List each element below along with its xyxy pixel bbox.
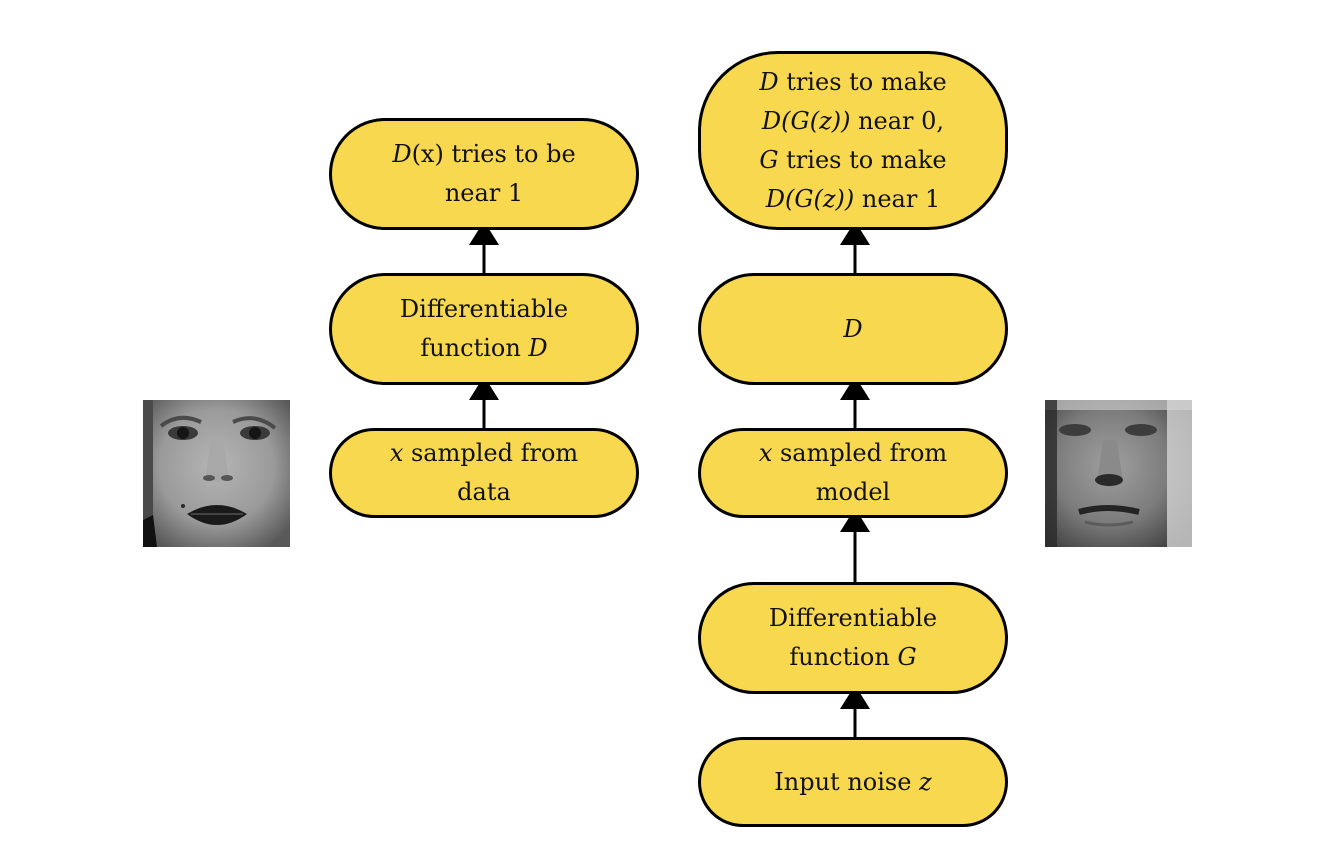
node-label-line: x sampled from [759,434,947,473]
label-text: near 1 [854,184,941,213]
generated-face-image [1045,400,1192,547]
node-label: Input noise z [774,763,931,802]
label-text: tries to make [778,145,947,174]
label-text: Differentiable [768,604,938,632]
node-label-line: G tries to make [759,141,946,180]
math-symbol: D [528,334,548,362]
label-text: near 1 [444,179,524,207]
node-label-line: D(x) tries to be [392,135,575,174]
label-text: sampled from [403,439,579,467]
node-label: D(x) tries to be near 1 [392,135,575,213]
label-text: Differentiable [399,295,569,323]
node-label: x sampled from data [390,434,578,512]
node-label-line: near 1 [392,174,575,213]
real-output-node: D(x) tries to be near 1 [329,118,639,230]
generator-node: Differentiable function G [698,582,1008,694]
node-label-line: D(G(z)) near 0, [759,102,946,141]
node-label-line: D(G(z)) near 1 [759,180,946,219]
node-label-line: Differentiable [400,290,568,329]
node-label-line: model [759,473,947,512]
math-symbol: G [897,643,917,671]
label-text: tries to make [778,67,947,96]
node-label-line: D tries to make [759,63,946,102]
node-label-line: Input noise z [774,763,931,802]
noise-input-node: Input noise z [698,737,1008,827]
node-label-line: Differentiable [769,599,937,638]
math-symbol: D(G(z)) [765,184,855,213]
node-label: D [843,310,862,349]
label-text: (x) tries to be [411,140,576,168]
node-label-line: function G [769,638,937,677]
label-text: model [815,478,891,506]
label-text: function [420,334,529,362]
fake-discriminator-node: D [698,273,1008,385]
math-symbol: D(G(z)) [761,106,851,135]
math-symbol: G [759,145,779,174]
math-symbol: D [843,314,863,343]
node-label: Differentiable function G [769,599,937,677]
label-text: function [789,643,898,671]
label-text: Input noise [774,767,920,796]
real-sample-node: x sampled from data [329,428,639,518]
math-symbol: x [389,439,404,467]
node-label: Differentiable function D [400,290,568,368]
math-symbol: D [392,140,412,168]
math-symbol: D [759,67,779,96]
label-text: near 0, [850,106,945,135]
fake-sample-node: x sampled from model [698,428,1008,518]
real-face-image [143,400,290,547]
label-text: sampled from [772,439,948,467]
math-symbol: z [919,767,932,796]
math-symbol: x [758,439,773,467]
node-label: x sampled from model [759,434,947,512]
node-label-line: D [843,310,862,349]
node-label-line: x sampled from [390,434,578,473]
real-discriminator-node: Differentiable function D [329,273,639,385]
label-text: data [457,478,511,506]
node-label-line: data [390,473,578,512]
node-label-line: function D [400,329,568,368]
